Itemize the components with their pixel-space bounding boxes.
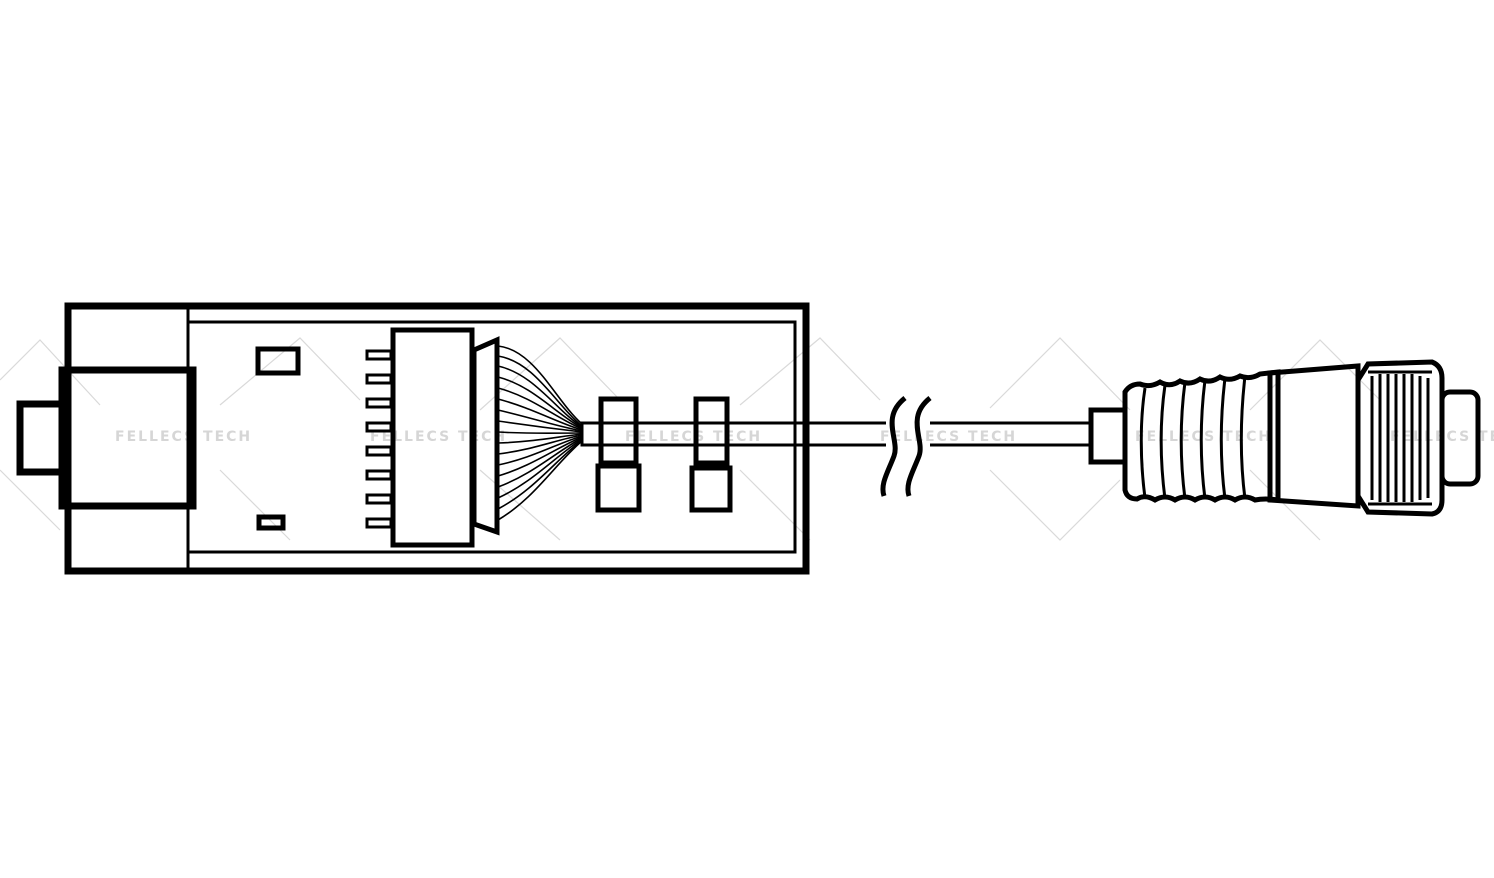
connector-strain-relief [1088,407,1128,465]
clip-tab [689,465,733,513]
clip-tab [595,463,642,513]
watermark-text: FELLECS TECH [880,429,1017,445]
ic-pin [365,469,393,481]
connector-body [1267,363,1361,509]
watermark-group: FELLECS TECH FELLECS TECH FELLECS TECH F… [115,429,1494,445]
left-connector [16,366,197,510]
cable-clip-2 [689,396,733,513]
ic-pin [365,373,393,385]
clip-body [598,396,639,466]
watermark-text: FELLECS TECH [1135,429,1272,445]
wire-header [471,336,500,536]
ic-pin [365,421,393,433]
pcb-component-resistor [256,514,286,531]
ic-chip-pins [365,349,393,529]
watermark-text: FELLECS TECH [115,429,252,445]
boot-ribs [1139,375,1247,500]
module-housing [64,302,810,575]
ic-pin [365,445,393,457]
housing-outer-frame [64,302,810,575]
left-connector-tip [16,400,66,476]
connector-front-face [1439,389,1481,487]
ic-pin [365,349,393,361]
cable-break-symbol [880,396,932,497]
ic-pin [365,493,393,505]
ic-pin [365,397,393,409]
external-cable [930,421,1092,447]
pcb-component-led [255,346,301,376]
cable-clip-1 [595,396,642,513]
wire-bundle [497,345,583,521]
circular-connector [1088,359,1481,517]
ic-pin [365,517,393,529]
connector-coupling-nut [1355,359,1445,517]
nut-knurling [1370,374,1430,502]
clip-body [693,396,730,466]
